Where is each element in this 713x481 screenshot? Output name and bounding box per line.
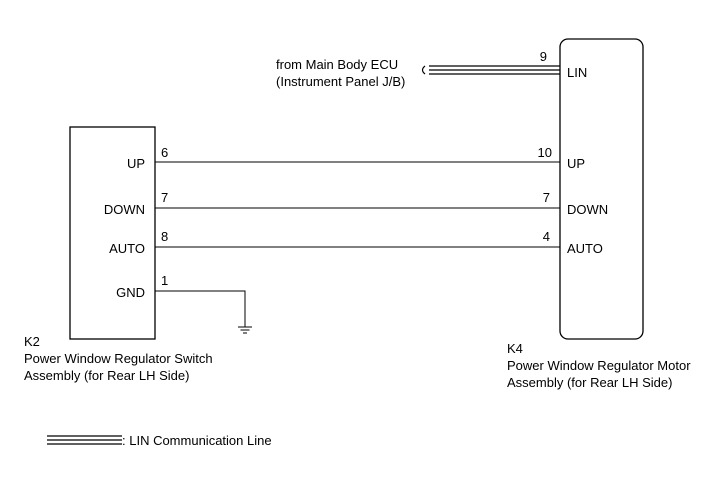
k2-pin-down-label: DOWN	[104, 202, 145, 217]
k4-pin-lin-number: 9	[540, 49, 547, 64]
k2-pin-down-number: 7	[161, 190, 168, 205]
gnd-wire	[155, 290, 246, 327]
legend-lin-text: : LIN Communication Line	[122, 433, 272, 448]
k4-name-line2: Assembly (for Rear LH Side)	[507, 375, 672, 390]
lin-source-line1: from Main Body ECU	[276, 57, 398, 72]
k4-id: K4	[507, 341, 523, 356]
k4-pin-up-label: UP	[567, 156, 585, 171]
k4-name-line1: Power Window Regulator Motor	[507, 358, 691, 373]
k2-id: K2	[24, 334, 40, 349]
legend-lin-line-symbol	[47, 435, 122, 445]
k4-connector-box	[559, 38, 644, 340]
k4-pin-auto-number: 4	[543, 229, 550, 244]
k4-pin-auto-label: AUTO	[567, 241, 603, 256]
k2-pin-up-number: 6	[161, 145, 168, 160]
k2-name-line2: Assembly (for Rear LH Side)	[24, 368, 189, 383]
k2-pin-auto-label: AUTO	[109, 241, 145, 256]
lin-source-line2: (Instrument Panel J/B)	[276, 74, 405, 89]
k2-pin-gnd-number: 1	[161, 273, 168, 288]
k4-pin-down-label: DOWN	[567, 202, 608, 217]
lin-communication-wire	[421, 65, 560, 75]
k4-pin-lin-label: LIN	[567, 65, 587, 80]
ground-icon	[238, 326, 252, 334]
k4-pin-up-number: 10	[538, 145, 552, 160]
k2-name-line1: Power Window Regulator Switch	[24, 351, 213, 366]
k2-pin-up-label: UP	[127, 156, 145, 171]
k4-pin-down-number: 7	[543, 190, 550, 205]
k2-connector-box	[69, 126, 156, 340]
k2-pin-gnd-label: GND	[116, 285, 145, 300]
k2-pin-auto-number: 8	[161, 229, 168, 244]
